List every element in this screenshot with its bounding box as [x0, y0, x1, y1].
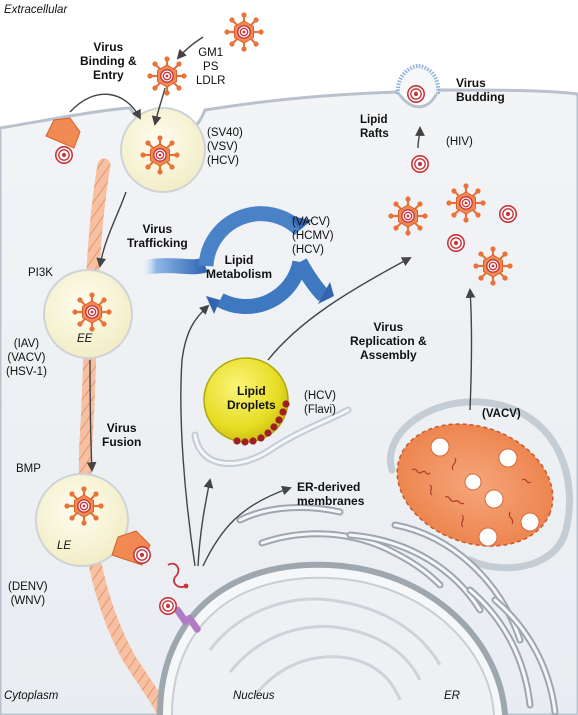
region-nucleus: Nucleus [233, 690, 275, 702]
binding-virion [45, 117, 81, 164]
new-virion [446, 183, 486, 223]
nuclear-pore [173, 606, 201, 633]
budding-capsid [406, 85, 426, 103]
le-virion [64, 486, 104, 526]
pathway-arrows [69, 36, 476, 567]
label-lipid-droplets: Lipid Droplets [227, 384, 276, 412]
label-lipid-rafts: Lipid Rafts [360, 114, 389, 140]
region-cytoplasm: Cytoplasm [4, 690, 59, 702]
late-endosome [35, 473, 129, 567]
region-extracellular: Extracellular [4, 4, 68, 16]
label-virus-binding-entry: Virus Binding & Entry [80, 40, 137, 82]
free-virion [224, 12, 264, 52]
label-ee-viruses: (IAV) (VACV) (HSV-1) [6, 338, 47, 378]
endocytosed-virion [140, 135, 180, 175]
label-metabolism-viruses: (VACV) (HCMV) (HCV) [292, 216, 334, 256]
free-virion [147, 56, 187, 96]
label-virus-fusion: Virus Fusion [102, 421, 142, 449]
label-bmp: BMP [16, 463, 41, 475]
ee-virion [72, 292, 112, 332]
region-er: ER [444, 690, 460, 702]
replication-complexes [233, 400, 290, 446]
budding-capsid [410, 155, 430, 173]
label-late-endosome: LE [57, 540, 72, 552]
label-le-viruses: (DENV) (WNV) [8, 581, 48, 607]
new-virion [388, 196, 428, 236]
budding-virus-pit [395, 63, 441, 95]
label-droplet-viruses: (HCV) (Flavi) [304, 390, 336, 416]
label-er-derived-membranes: ER-derived membranes [297, 480, 365, 508]
lipid-metabolism-cycle [138, 206, 334, 314]
label-vacv-factory: (VACV) [482, 408, 521, 420]
label-virus-budding: Virus Budding [456, 76, 505, 104]
label-virus-trafficking: Virus Trafficking [127, 222, 188, 250]
viral-factory [387, 398, 573, 572]
label-lipid-metabolism: Lipid Metabolism [206, 253, 273, 281]
label-hiv: (HIV) [446, 136, 473, 148]
new-virion [473, 246, 513, 286]
viral-genome [167, 562, 187, 588]
label-entry-viruses: (SV40) (VSV) (HCV) [207, 127, 243, 167]
nucleus-er [157, 504, 559, 715]
fusing-virion [111, 530, 151, 566]
released-capsid [159, 596, 177, 616]
label-receptors: GM1 PS LDLR [196, 47, 226, 87]
capsid [446, 234, 466, 252]
label-virus-replication-assembly: Virus Replication & Assembly [350, 320, 427, 362]
label-pi3k: PI3K [28, 267, 53, 279]
label-early-endosome: EE [77, 333, 93, 345]
capsid [498, 205, 518, 223]
